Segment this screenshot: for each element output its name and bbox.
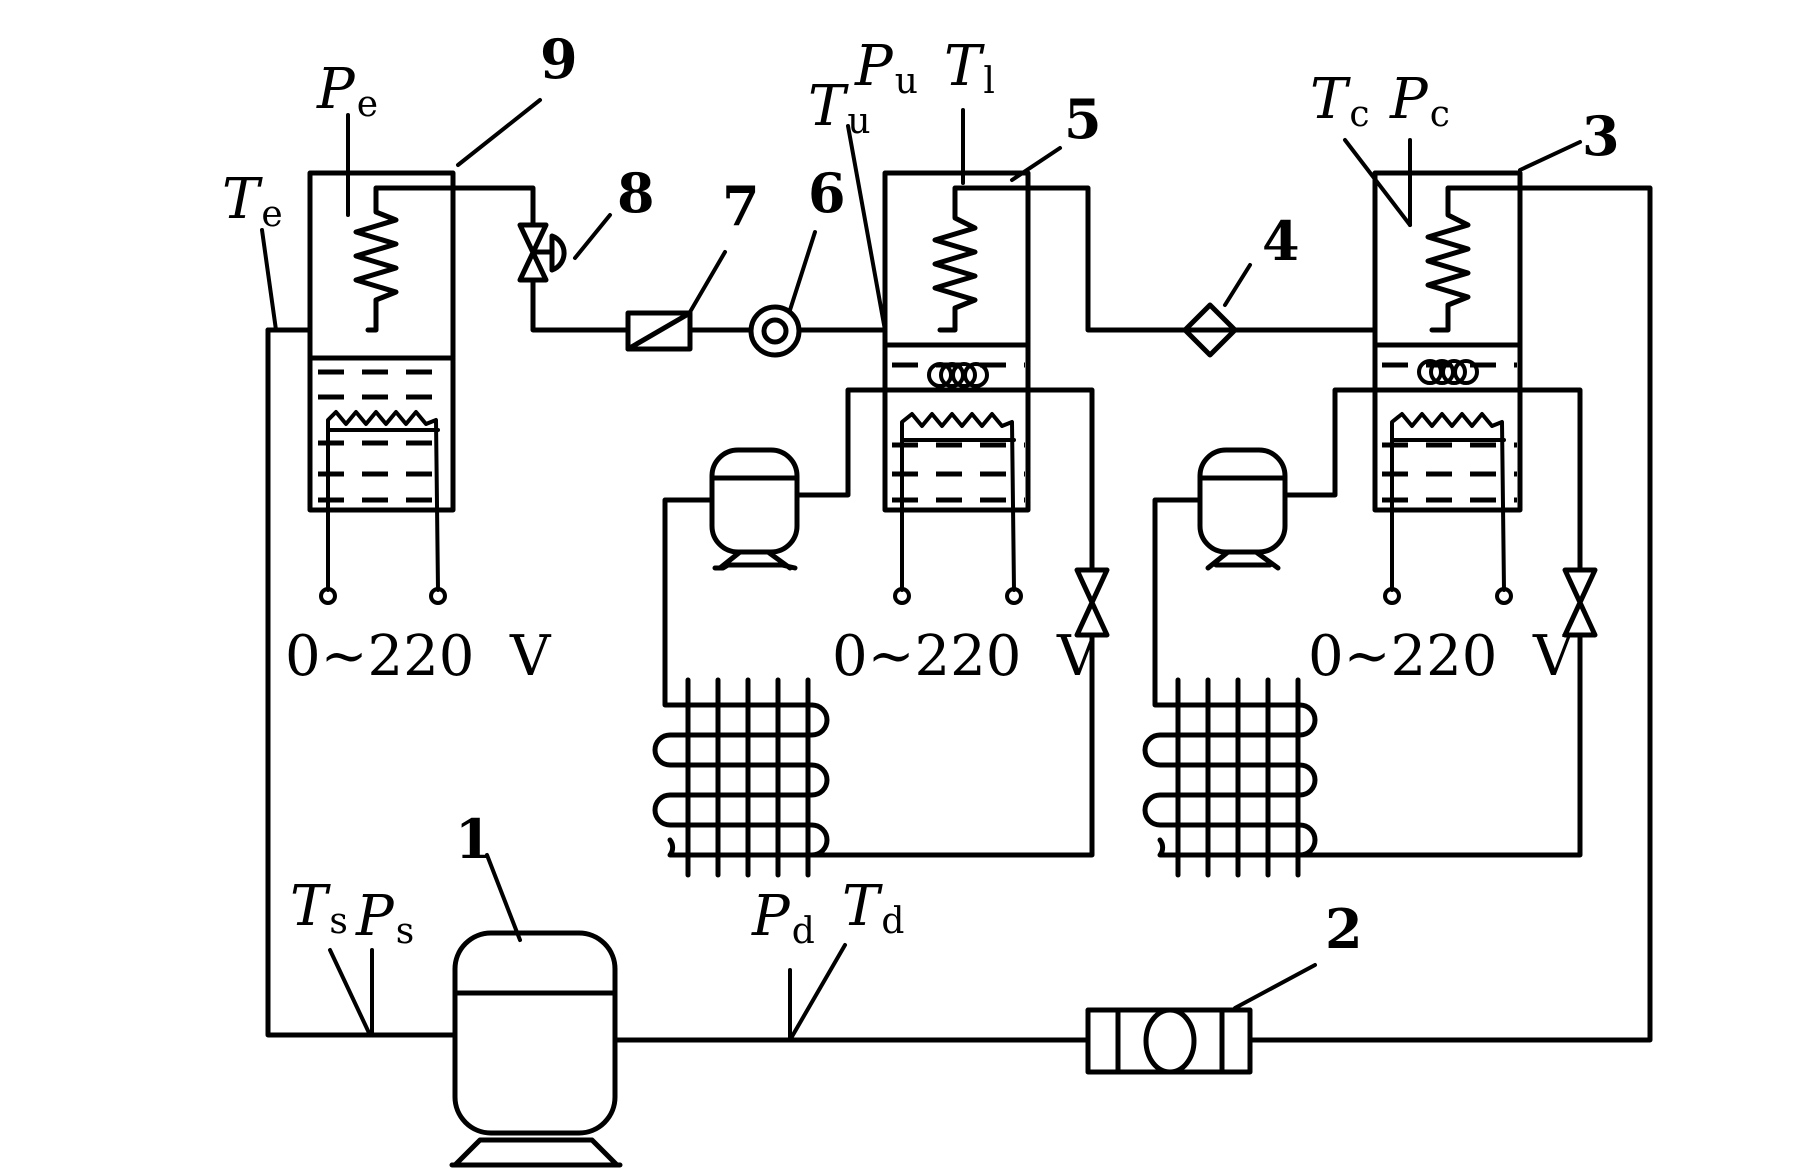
voltage-label-left: 0~220 V [285,624,552,689]
label-te: Te [222,167,283,235]
component-numbers: 1 2 3 4 5 6 7 8 9 [455,27,1620,961]
label-pu: Pu [854,34,918,102]
component-number-9: 9 [540,27,578,91]
evaporator-vessel [307,170,536,605]
component-number-3: 3 [1582,104,1620,168]
leader-lines [260,98,1582,1042]
component-number-8: 8 [617,161,655,225]
voltage-labels: 0~220 V 0~220 V 0~220 V [285,624,1575,689]
component-number-5: 5 [1064,87,1102,151]
main-refrigerant-loop [265,185,1653,1043]
label-tl: Tl [944,34,995,102]
condenser-vessel [1372,170,1523,605]
sight-indicator [1182,302,1378,358]
oil-separator [1085,1007,1253,1075]
main-compressor [449,930,623,1168]
component-number-6: 6 [808,161,846,225]
label-ts: Ts [290,874,348,942]
label-pc: Pc [1389,67,1450,135]
label-tc: Tc [1310,67,1370,135]
label-pd: Pd [751,884,815,952]
filter-drier [625,310,753,352]
component-number-7: 7 [722,174,760,238]
label-pe: Pe [316,57,378,125]
component-number-1: 1 [455,807,493,871]
auxiliary-circuit-middle [652,387,1110,878]
voltage-label-middle: 0~220 V [832,624,1099,689]
sight-glass [748,304,888,358]
label-ps: Ps [355,884,414,952]
label-tu: Tu [808,74,871,142]
voltage-label-right: 0~220 V [1308,624,1575,689]
symbol-labels: Pe Te Pu Tl Tu Tc Pc Ts Ps Pd Td [222,34,1450,952]
component-number-4: 4 [1262,209,1300,273]
component-number-2: 2 [1325,897,1363,961]
expansion-valve [517,222,631,333]
label-td: Td [842,874,904,942]
auxiliary-circuit-right [1142,387,1598,878]
